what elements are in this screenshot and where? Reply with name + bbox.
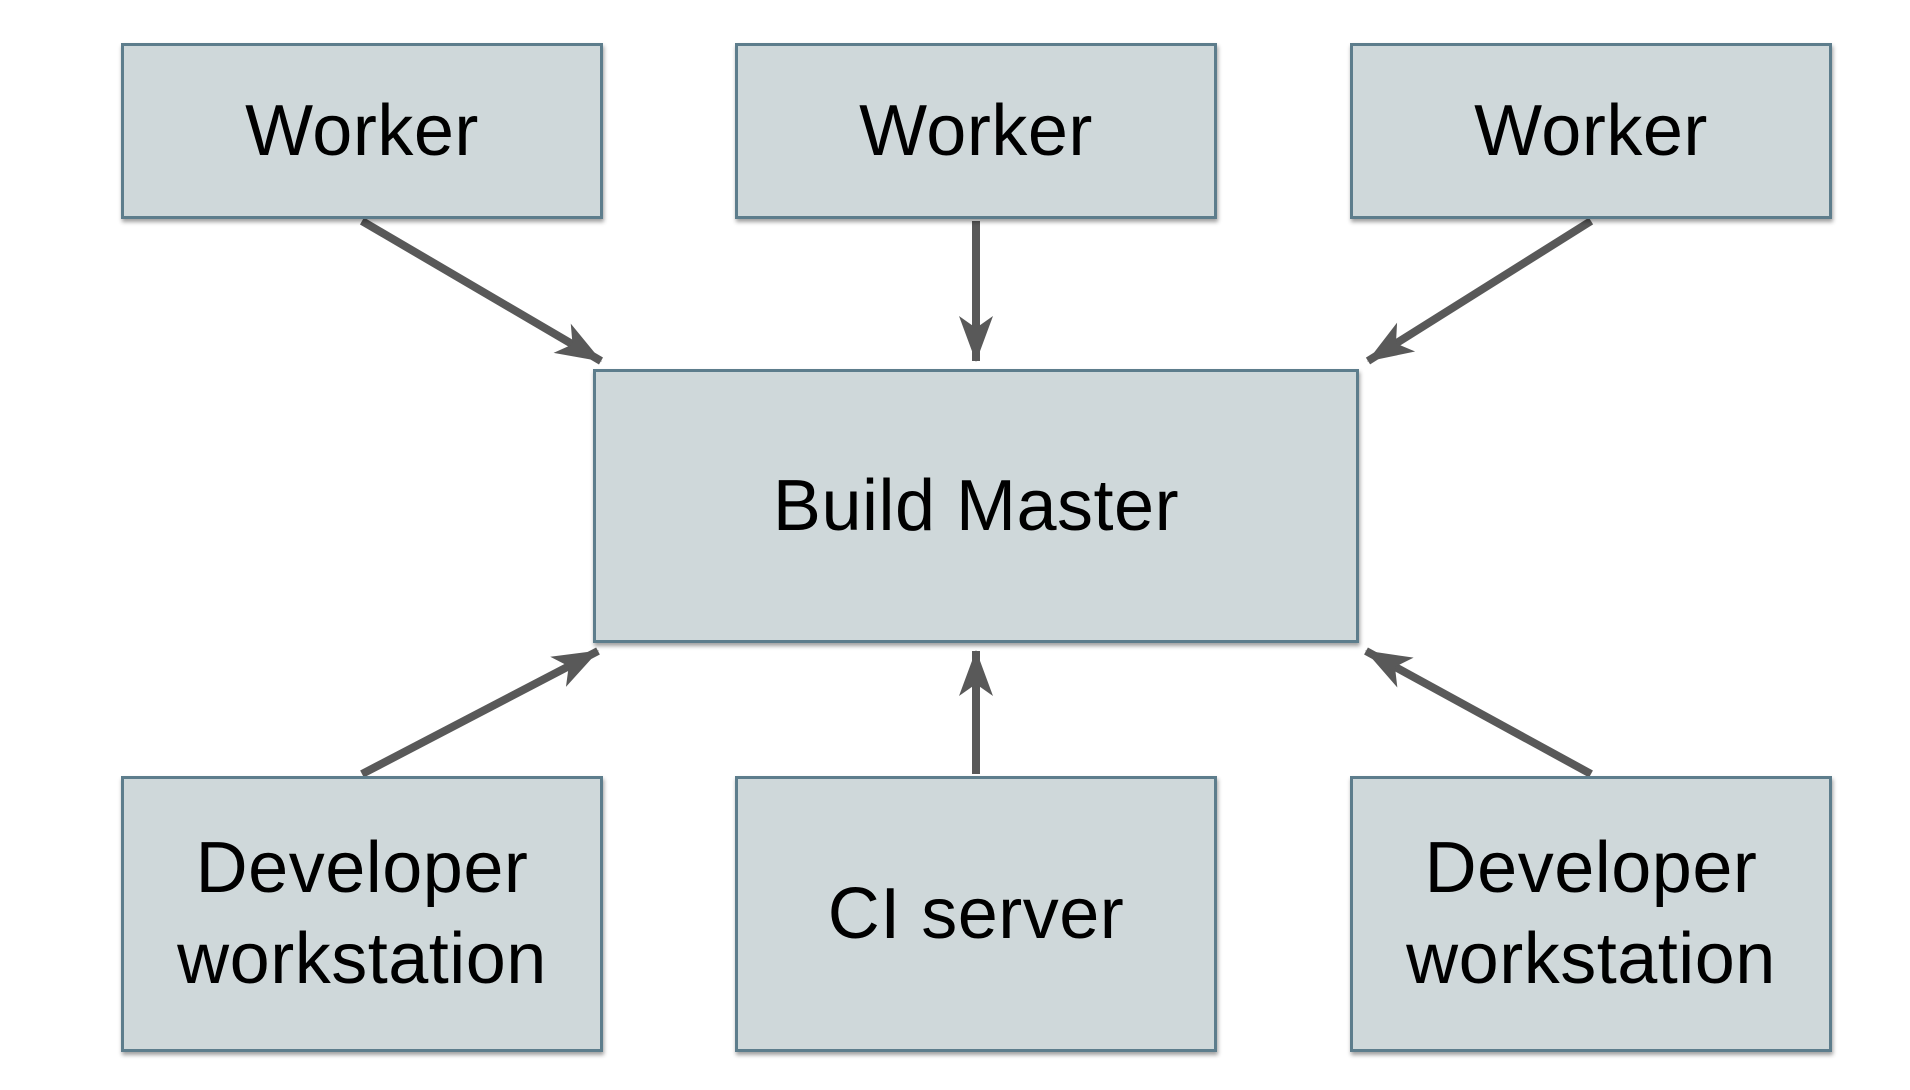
edge-arrow-worker-1-to-build-master	[359, 217, 604, 365]
node-dev-workstation-1: Developer workstation	[121, 776, 603, 1052]
node-ci-server-label: CI server	[827, 873, 1125, 954]
node-dev-workstation-2-label: Developer workstation	[1406, 828, 1776, 999]
node-build-master: Build Master	[593, 369, 1359, 643]
node-dev-workstation-2: Developer workstation	[1350, 776, 1832, 1052]
node-worker-1: Worker	[121, 43, 603, 219]
node-worker-3-label: Worker	[1474, 90, 1708, 171]
edge-arrow-worker-3-to-build-master	[1365, 217, 1594, 365]
node-worker-3: Worker	[1350, 43, 1832, 219]
node-dev-workstation-1-label: Developer workstation	[177, 828, 547, 999]
node-worker-2: Worker	[735, 43, 1217, 219]
node-worker-2-label: Worker	[859, 90, 1093, 171]
node-worker-1-label: Worker	[245, 90, 479, 171]
edge-arrow-dev-workstation-2-to-build-master	[1364, 647, 1593, 778]
node-ci-server: CI server	[735, 776, 1217, 1052]
edge-arrow-dev-workstation-1-to-build-master	[360, 647, 600, 778]
node-build-master-label: Build Master	[772, 465, 1180, 546]
